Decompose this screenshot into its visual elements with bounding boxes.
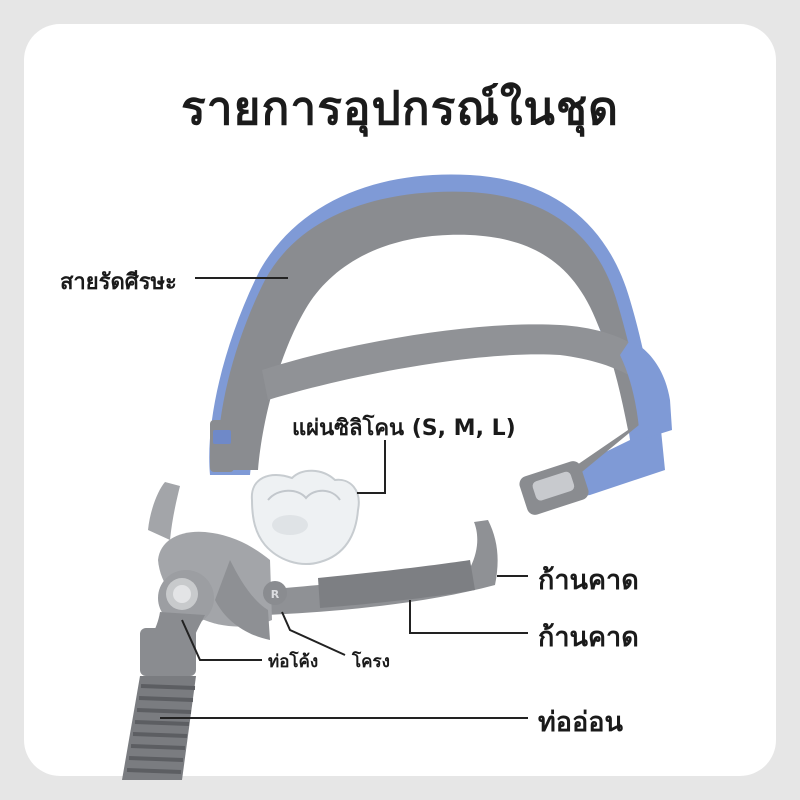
frame-mark: R <box>271 588 280 601</box>
label-arm-lower: ก้านคาด <box>538 622 639 653</box>
silicone-pillow <box>250 469 360 566</box>
page-title: รายการอุปกรณ์ในชุด <box>181 81 619 135</box>
label-frame: โครง <box>352 652 390 672</box>
label-pillows: แผ่นซิลิโคน (S, M, L) <box>292 416 516 441</box>
label-arm-upper: ก้านคาด <box>538 565 639 596</box>
label-headgear: สายรัดศีรษะ <box>60 270 177 295</box>
headgear-strap <box>209 174 672 515</box>
flexible-tube <box>122 628 196 780</box>
label-elbow: ท่อโค้ง <box>268 652 319 672</box>
label-tube: ท่ออ่อน <box>538 707 623 738</box>
leader-lines <box>160 277 528 719</box>
